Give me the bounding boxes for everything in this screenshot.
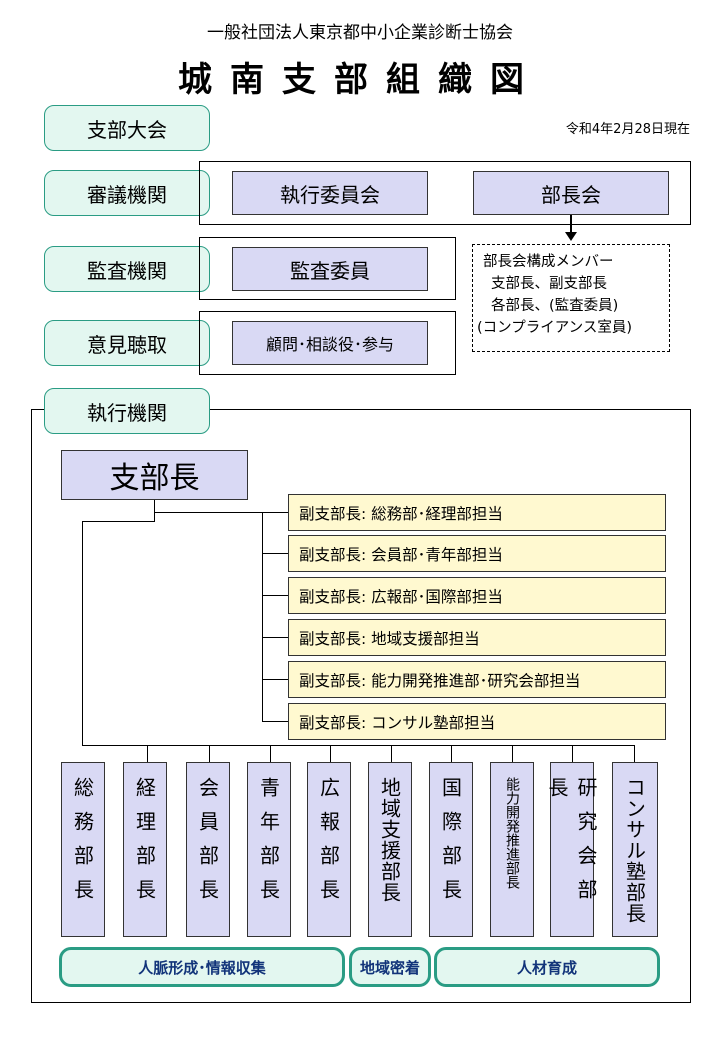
- dept-regional-support: 地域支援部長: [368, 762, 412, 937]
- connector-line: [209, 745, 210, 762]
- dept-label: 地域支援部長: [377, 777, 402, 903]
- as-of-date: 令和4年2月28日現在: [565, 122, 690, 137]
- deliberation-frame: [199, 161, 691, 225]
- page-title: 城南支部組織図: [178, 60, 542, 100]
- dept-label: 会員部長: [195, 777, 220, 913]
- connector-line: [262, 721, 288, 722]
- organization-name: 一般社団法人東京都中小企業診断士協会: [207, 23, 513, 43]
- connector-line: [262, 553, 288, 554]
- connector-line: [262, 512, 288, 513]
- arrow-down-icon: [565, 232, 577, 241]
- label-general-meeting: 支部大会: [44, 105, 210, 151]
- members-line-3: 各部長、(監査委員): [491, 298, 619, 314]
- members-line-2: 支部長、副支部長: [491, 276, 607, 292]
- vice-head-2: 副支部長: 会員部･青年部担当: [288, 535, 666, 572]
- executive-frame: [31, 409, 691, 1003]
- audit-committee-box: 監査委員: [232, 247, 428, 291]
- audit-frame: [199, 237, 456, 300]
- dept-consulting-school: コンサル塾部長: [612, 762, 658, 937]
- dept-public-relations: 広報部長: [307, 762, 351, 937]
- branch-head-box: 支部長: [61, 450, 248, 500]
- group-community: 地域密着: [349, 947, 431, 987]
- dept-international: 国際部長: [429, 762, 473, 937]
- connector-line: [262, 679, 288, 680]
- group-talent: 人材育成: [434, 947, 660, 987]
- dept-label: 能力開発推進部長: [504, 777, 520, 889]
- vice-head-1: 副支部長: 総務部･経理部担当: [288, 494, 666, 531]
- connector-line: [82, 521, 83, 745]
- connector-line: [330, 745, 331, 762]
- vice-head-6: 副支部長: コンサル塾部担当: [288, 703, 666, 740]
- directors-members-box: 部長会構成メンバー 支部長、副支部長 各部長、(監査委員) (コンプライアンス室…: [472, 244, 670, 352]
- connector-line: [262, 637, 288, 638]
- directors-meeting-box: 部長会: [473, 171, 669, 215]
- connector-line: [147, 745, 148, 762]
- executive-committee-box: 執行委員会: [232, 171, 428, 215]
- dept-study-groups: 研究会部長: [545, 762, 598, 937]
- advisory-frame: [199, 311, 456, 375]
- dept-label: 国際部長: [438, 777, 463, 913]
- dept-label: 広報部長: [316, 777, 341, 913]
- dept-label: 総務部長: [70, 777, 95, 913]
- dept-membership: 会員部長: [186, 762, 230, 937]
- dept-label: コンサル塾部長: [622, 777, 647, 924]
- connector-line: [570, 215, 572, 235]
- connector-line: [82, 745, 635, 746]
- dept-label: 経理部長: [132, 777, 157, 913]
- members-line-4: (コンプライアンス室員): [477, 320, 633, 336]
- dept-label: 研究会部長: [545, 777, 598, 913]
- dept-capability-development: 能力開発推進部長: [490, 762, 534, 937]
- dept-label: 青年部長: [256, 777, 281, 913]
- connector-line: [572, 745, 573, 762]
- label-advisory: 意見聴取: [44, 320, 210, 366]
- connector-line: [262, 512, 263, 722]
- group-networking: 人脈形成･情報収集: [59, 947, 345, 987]
- connector-line: [82, 521, 155, 522]
- vice-head-5: 副支部長: 能力開発推進部･研究会部担当: [288, 661, 666, 698]
- connector-line: [512, 745, 513, 762]
- connector-line: [154, 512, 262, 513]
- label-audit: 監査機関: [44, 246, 210, 292]
- members-line-1: 部長会構成メンバー: [483, 254, 614, 270]
- label-executive: 執行機関: [44, 388, 210, 434]
- connector-line: [391, 745, 392, 762]
- vice-head-4: 副支部長: 地域支援部担当: [288, 619, 666, 656]
- dept-youth: 青年部長: [247, 762, 291, 937]
- advisors-box: 顧問･相談役･参与: [232, 321, 428, 365]
- connector-line: [451, 745, 452, 762]
- connector-line: [154, 500, 155, 522]
- connector-line: [634, 745, 635, 762]
- label-deliberation: 審議機関: [44, 170, 210, 216]
- dept-accounting: 経理部長: [123, 762, 167, 937]
- dept-general-affairs: 総務部長: [61, 762, 105, 937]
- connector-line: [270, 745, 271, 762]
- connector-line: [262, 595, 288, 596]
- vice-head-3: 副支部長: 広報部･国際部担当: [288, 577, 666, 614]
